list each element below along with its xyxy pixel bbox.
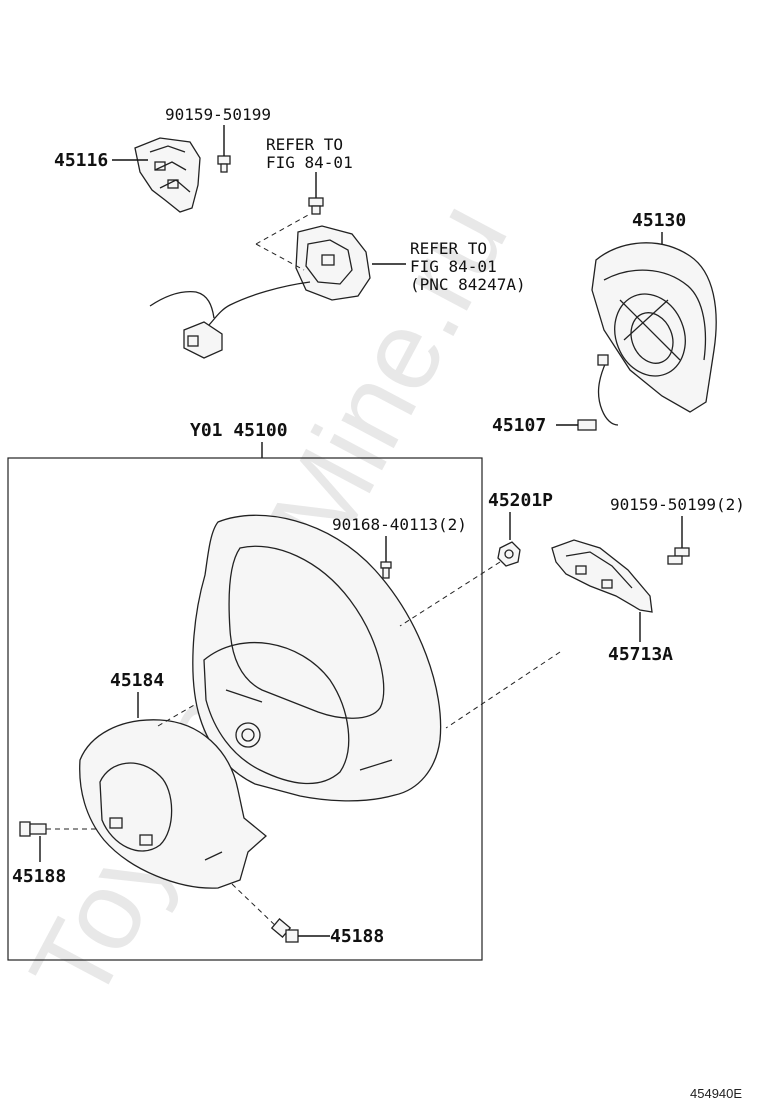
- label-screw-bottom: 45188: [330, 926, 384, 947]
- label-45713A: 45713A: [608, 644, 673, 665]
- refer-note-1-line2: FIG 84-01: [266, 153, 353, 172]
- dash-screw-bottom: [231, 883, 281, 931]
- dash-nut: [399, 561, 501, 627]
- switch-assembly: [295, 225, 371, 301]
- label-45184: 45184: [110, 670, 164, 691]
- bolt-top: [217, 155, 231, 173]
- label-45100: Y01 45100: [190, 420, 288, 441]
- nut: [497, 541, 521, 567]
- dash-switch-bracket: [445, 651, 561, 729]
- label-bolt-wheel: 90168-40113(2): [332, 515, 467, 534]
- refer-note-2-line3: (PNC 84247A): [410, 275, 526, 294]
- switch-bracket: [551, 539, 653, 613]
- refer-note-2-line1: REFER TO: [410, 239, 487, 258]
- screw-left: [19, 821, 47, 837]
- lower-cover: [79, 719, 268, 889]
- steering-wheel-frame: [7, 457, 483, 961]
- label-45116: 45116: [54, 150, 108, 171]
- screw-bottom: [270, 917, 299, 943]
- steering-wheel: [192, 514, 442, 802]
- figure-id: 454940E: [690, 1086, 742, 1101]
- label-45107: 45107: [492, 415, 546, 436]
- bolt-switch: [667, 547, 690, 565]
- horn-pad-bracket: [134, 137, 201, 213]
- small-bolt: [308, 197, 324, 215]
- refer-note-2-line2: FIG 84-01: [410, 257, 497, 276]
- refer-note-1-line1: REFER TO: [266, 135, 343, 154]
- airbag-wire: [577, 354, 619, 431]
- label-bolt-switch: 90159-50199(2): [610, 495, 745, 514]
- airbag-module: [591, 242, 717, 413]
- switch-wire: [149, 281, 311, 359]
- dash-switch-1: [255, 213, 311, 245]
- label-45130: 45130: [632, 210, 686, 231]
- dash-cover: [157, 703, 197, 727]
- label-45201P: 45201P: [488, 490, 553, 511]
- bolt-wheel: [380, 561, 392, 579]
- dash-switch-2: [255, 243, 305, 271]
- label-bolt-top: 90159-50199: [165, 105, 271, 124]
- label-screw-left: 45188: [12, 866, 66, 887]
